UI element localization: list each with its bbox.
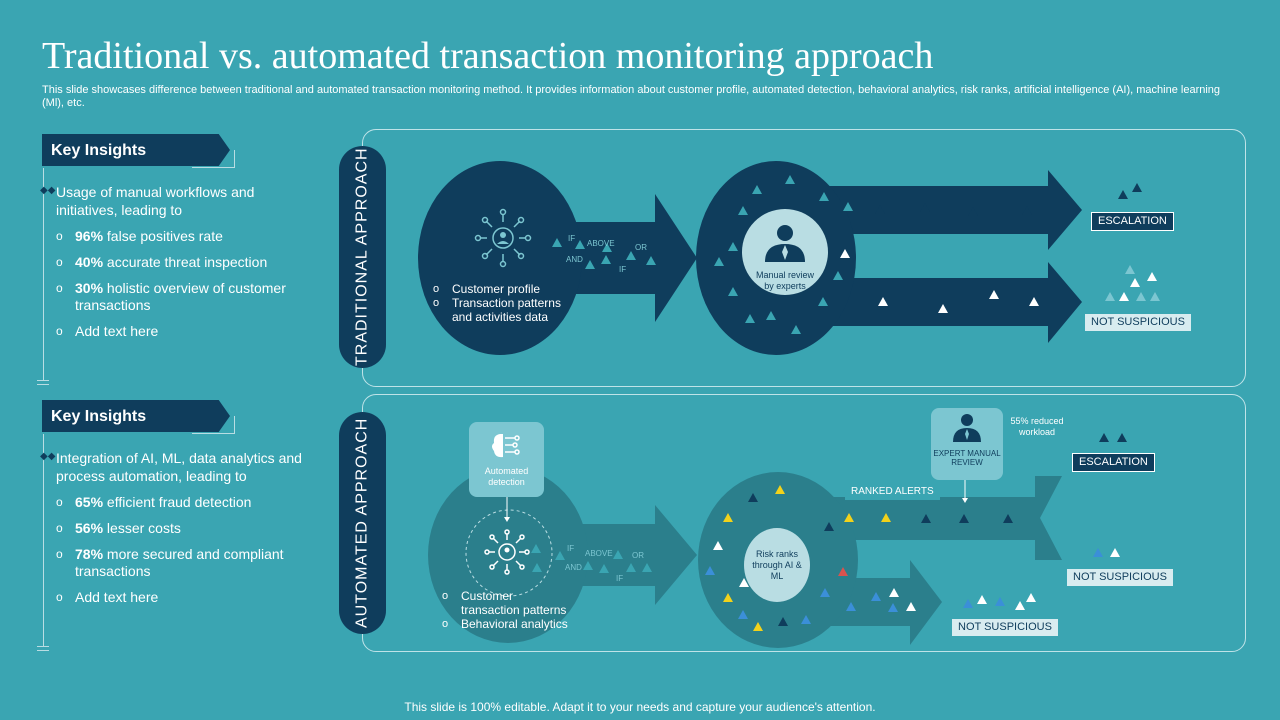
traditional-not-suspicious-label: NOT SUSPICIOUS	[1085, 314, 1191, 331]
expert-review-label: EXPERT MANUAL REVIEW	[933, 449, 1001, 467]
traditional-input-circle	[418, 161, 582, 355]
expert-review-box: EXPERT MANUAL REVIEW	[931, 408, 1003, 480]
traditional-bullet-4: Add text here	[56, 323, 306, 340]
diamond-bullet-icon: ◆◆	[40, 451, 56, 462]
key-insights-label: Key Insights	[51, 408, 147, 425]
logic-word-if: IF	[568, 234, 576, 243]
traditional-approach-pill: TRADITIONAL APPROACH	[339, 146, 386, 368]
insight-end-line	[37, 646, 49, 647]
traditional-escalation-label: ESCALATION	[1091, 212, 1174, 231]
manual-review-label: Manual review by experts	[755, 270, 815, 291]
slide-subtitle: This slide showcases difference between …	[42, 84, 1221, 109]
expert-person-icon	[953, 414, 981, 442]
automated-detection-label: Automated detection	[484, 466, 529, 487]
logic-word-above: ABOVE	[585, 549, 613, 558]
traditional-intro-text: Usage of manual workflows and initiative…	[56, 184, 255, 218]
insight-end-line	[37, 380, 49, 381]
key-insights-label: Key Insights	[51, 142, 147, 159]
insight-end-line	[37, 650, 49, 651]
automated-intro-text: Integration of AI, ML, data analytics an…	[56, 450, 302, 484]
insight-bracket-line	[44, 150, 235, 168]
traditional-input-item-1: Customer profile	[433, 282, 540, 296]
network-person-icon	[484, 529, 530, 575]
traditional-bullet-2: 40% accurate threat inspection	[56, 254, 306, 271]
traditional-bullet-3: 30% holistic overview of customer transa…	[56, 280, 306, 314]
reduced-workload-label: 55% reduced workload	[1010, 416, 1064, 437]
ranked-alerts-label: RANKED ALERTS	[845, 483, 940, 500]
network-person-icon	[474, 208, 532, 268]
automated-input-arrow	[560, 505, 697, 605]
slide-title: Traditional vs. automated transaction mo…	[42, 35, 934, 77]
automated-bullet-3: 78% more secured and compliant transacti…	[56, 546, 306, 580]
logic-word-if-2: IF	[616, 574, 624, 583]
automated-not-suspicious-arrow	[830, 560, 942, 645]
automated-detection-box: Automated detection	[469, 422, 544, 497]
insight-vertical-line	[43, 168, 44, 380]
automated-input-item-1: Customer	[442, 589, 513, 603]
traditional-not-suspicious-arrow	[800, 262, 1082, 343]
key-insights-header-traditional: Key Insights	[42, 134, 230, 166]
logic-word-if-2: IF	[619, 265, 627, 274]
logic-word-and: AND	[566, 255, 583, 264]
logic-word-if: IF	[567, 544, 575, 553]
insight-end-line	[37, 384, 49, 385]
risk-ranks-label: Risk ranks through AI & ML	[752, 549, 802, 581]
automated-bullet-1: 65% efficient fraud detection	[56, 494, 306, 511]
traditional-input-item-2: Transaction patterns	[433, 296, 561, 310]
slide-footer: This slide is 100% editable. Adapt it to…	[404, 700, 876, 714]
automated-input-item-3: Behavioral analytics	[442, 617, 568, 631]
automated-risk-inner	[744, 528, 810, 602]
automated-not-suspicious-label-2: NOT SUSPICIOUS	[952, 619, 1058, 636]
insight-vertical-line	[43, 434, 44, 646]
traditional-escalation-arrow	[800, 170, 1082, 250]
insight-bracket-line	[192, 167, 234, 168]
insight-bracket-line	[44, 416, 235, 434]
diamond-bullet-icon: ◆◆	[40, 185, 56, 196]
brain-circuit-icon	[492, 434, 520, 458]
insight-bracket-line	[192, 433, 234, 434]
automated-approach-pill: AUTOMATED APPROACH	[339, 412, 386, 634]
automated-not-suspicious-label-1: NOT SUSPICIOUS	[1067, 569, 1173, 586]
automated-escalation-label: ESCALATION	[1072, 453, 1155, 472]
automated-input-item-2: transaction patterns	[461, 603, 567, 617]
logic-word-or: OR	[632, 551, 644, 560]
logic-word-above: ABOVE	[587, 239, 615, 248]
traditional-bullet-1: 96% false positives rate	[56, 228, 306, 245]
traditional-input-item-3: and activities data	[452, 310, 549, 324]
automated-bullet-4: Add text here	[56, 589, 306, 606]
logic-word-or: OR	[635, 243, 647, 252]
automated-bullet-2: 56% lesser costs	[56, 520, 306, 537]
key-insights-header-automated: Key Insights	[42, 400, 230, 432]
logic-word-and: AND	[565, 563, 582, 572]
